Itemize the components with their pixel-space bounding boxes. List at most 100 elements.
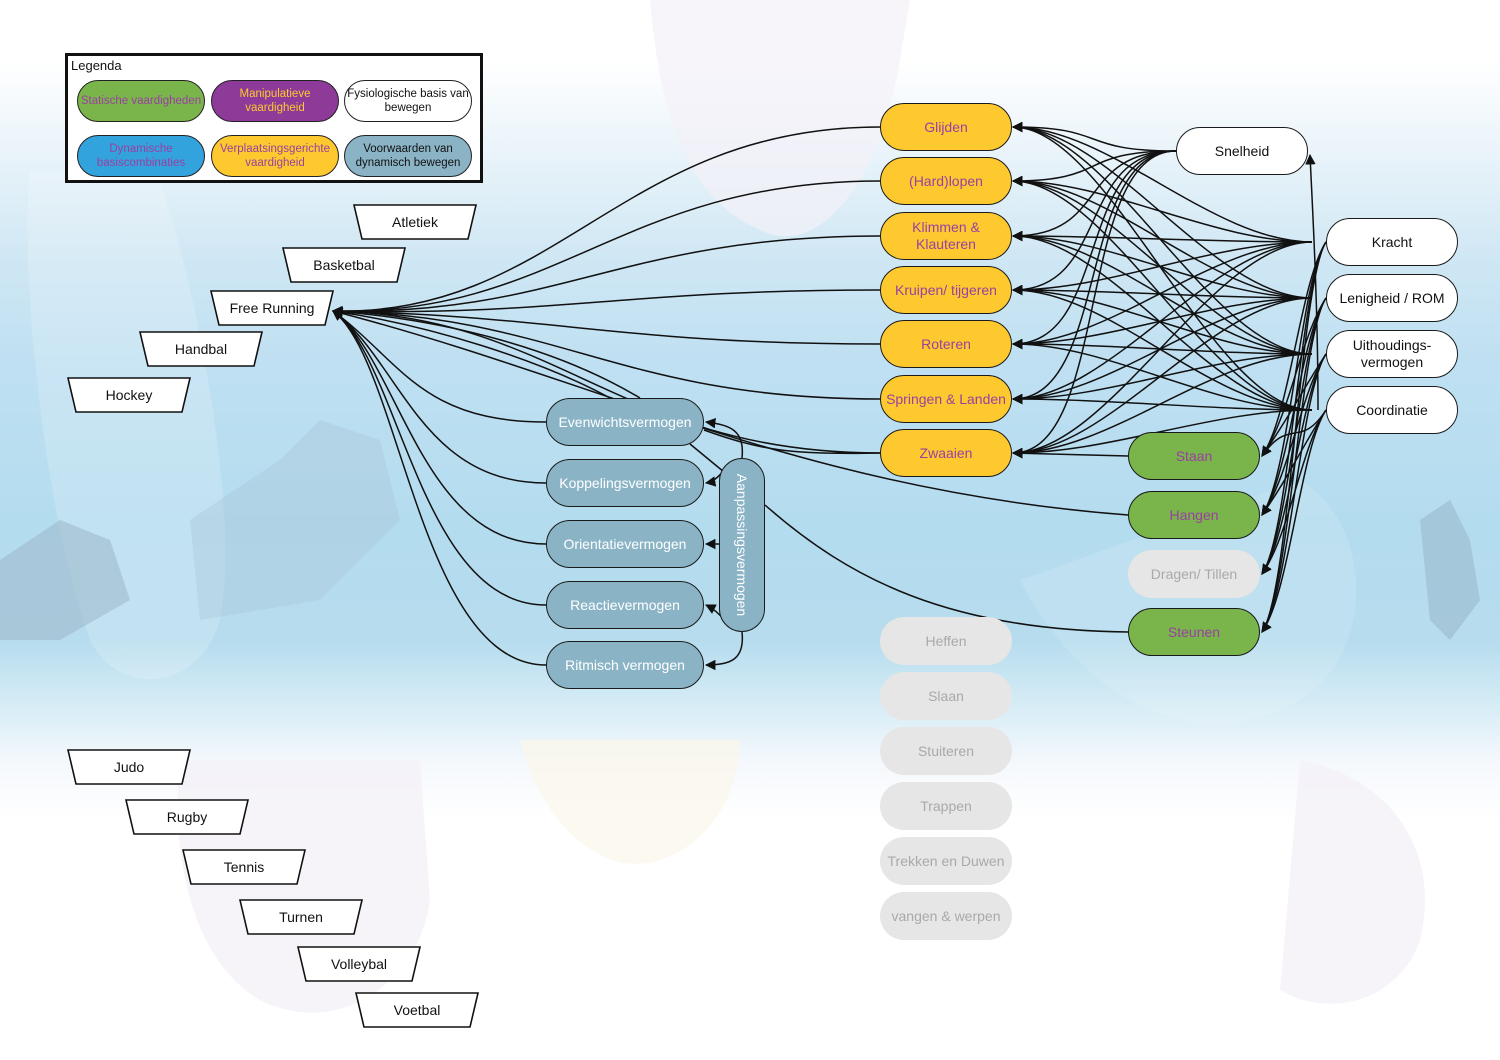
edge-physiological-to-locomotor	[1011, 175, 1313, 355]
node-springen-landen[interactable]: Springen & Landen	[880, 375, 1012, 423]
node-heffen[interactable]: Heffen	[880, 617, 1012, 665]
edge-physiological-to-static	[1261, 353, 1327, 457]
node-zwaaien[interactable]: Zwaaien	[880, 429, 1012, 477]
edge-physiological-to-locomotor	[1011, 230, 1313, 355]
node-trekken-duwen[interactable]: Trekken en Duwen	[880, 837, 1012, 885]
edge-coordination-to-freerunning	[332, 310, 547, 606]
sport-judo[interactable]: Judo	[67, 749, 191, 785]
node-stuiteren[interactable]: Stuiteren	[880, 727, 1012, 775]
node-coordinatie[interactable]: Coordinatie	[1326, 386, 1458, 434]
edge-physiological-to-locomotor	[1011, 150, 1177, 405]
sport-handbal[interactable]: Handbal	[139, 331, 263, 367]
edge-aanpassing-to-evenwicht	[704, 417, 744, 459]
sport-voetbal[interactable]: Voetbal	[355, 992, 479, 1028]
edge-aanpassing-to-ritmisch	[704, 631, 744, 671]
node-glijden[interactable]: Glijden	[880, 103, 1012, 151]
edge-physiological-to-locomotor	[1011, 175, 1313, 243]
edge-physiological-to-static	[1261, 297, 1327, 633]
edge-physiological-to-locomotor	[1011, 150, 1177, 296]
trapezoid-shape	[353, 204, 477, 240]
edge-evenwicht-to-freerunning	[331, 306, 641, 399]
node-koppelingsvermogen[interactable]: Koppelingsvermogen	[546, 459, 704, 507]
node-ritmisch-vermogen[interactable]: Ritmisch vermogen	[546, 641, 704, 689]
node-staan[interactable]: Staan	[1128, 432, 1260, 480]
edge-physiological-to-static	[1261, 241, 1327, 575]
edge-physiological-to-locomotor	[1011, 230, 1313, 299]
edge-locomotor-to-freerunning	[331, 305, 881, 400]
sport-label: Atletiek	[392, 214, 438, 230]
trapezoid-shape	[297, 946, 421, 982]
sport-label: Rugby	[166, 809, 208, 825]
edge-physiological-to-static	[1261, 353, 1327, 633]
sport-label: Free Running	[229, 300, 315, 316]
node-steunen[interactable]: Steunen	[1128, 608, 1260, 656]
edge-physiological-to-locomotor	[1011, 241, 1313, 350]
edge-physiological-to-static	[1261, 297, 1327, 457]
node-hangen[interactable]: Hangen	[1128, 491, 1260, 539]
sport-turnen[interactable]: Turnen	[239, 899, 363, 935]
node-kracht[interactable]: Kracht	[1326, 218, 1458, 266]
edge-physiological-to-locomotor	[1011, 338, 1313, 355]
node-lenigheid-rom[interactable]: Lenigheid / ROM	[1326, 274, 1458, 322]
node-kruipen-tijgeren[interactable]: Kruipen/ tijgeren	[880, 266, 1012, 314]
sport-hockey[interactable]: Hockey	[67, 377, 191, 413]
node-uithoudingsvermogen[interactable]: Uithoudings- vermogen	[1326, 330, 1458, 378]
legend-item-manipulative: Manipulatieve vaardigheid	[211, 80, 339, 122]
node-trappen[interactable]: Trappen	[880, 782, 1012, 830]
trapezoid-shape	[210, 290, 334, 326]
edge-physiological-to-locomotor	[1011, 284, 1313, 299]
edge-physiological-to-static	[1261, 409, 1327, 633]
node-hardlopen[interactable]: (Hard)lopen	[880, 157, 1012, 205]
edge-evenwicht-to-zwaaien	[703, 429, 881, 455]
node-dragen-tillen[interactable]: Dragen/ Tillen	[1128, 550, 1260, 598]
node-reactievermogen[interactable]: Reactievermogen	[546, 581, 704, 629]
legend-item-locomotor: Verplaatsingsgerichte vaardigheid	[211, 135, 339, 177]
node-vangen-werpen[interactable]: vangen & werpen	[880, 892, 1012, 940]
edge-locomotor-to-freerunning	[331, 289, 881, 317]
sport-volleybal[interactable]: Volleybal	[297, 946, 421, 982]
trapezoid-shape	[182, 849, 306, 885]
edge-physiological-to-static	[1261, 353, 1327, 575]
edge-locomotor-to-freerunning	[331, 305, 881, 345]
sport-label: Turnen	[279, 909, 323, 925]
node-snelheid[interactable]: Snelheid	[1176, 127, 1308, 175]
node-aanpassingsvermogen[interactable]: Aanpassingsvermogen	[719, 458, 765, 632]
trapezoid-shape	[139, 331, 263, 367]
sport-label: Volleybal	[330, 956, 388, 972]
edge-physiological-to-locomotor	[1011, 230, 1313, 411]
node-slaan[interactable]: Slaan	[880, 672, 1012, 720]
edge-physiological-to-static	[1261, 297, 1327, 516]
legend-item-physiological: Fysiologische basis van bewegen	[344, 80, 472, 122]
edge-physiological-to-locomotor	[1011, 150, 1177, 459]
node-roteren[interactable]: Roteren	[880, 320, 1012, 368]
sport-tennis[interactable]: Tennis	[182, 849, 306, 885]
edge-physiological-to-locomotor	[1011, 284, 1313, 355]
sport-rugby[interactable]: Rugby	[125, 799, 249, 835]
edge-physiological-to-locomotor	[1011, 175, 1313, 411]
sport-atletiek[interactable]: Atletiek	[353, 204, 477, 240]
edge-evenwicht2-to-freerunning	[331, 307, 611, 399]
edge-physiological-to-locomotor	[1011, 150, 1177, 242]
edge-locomotor-to-freerunning	[331, 235, 881, 317]
node-evenwichtsvermogen[interactable]: Evenwichtsvermogen	[546, 398, 704, 446]
edge-physiological-to-static	[1261, 409, 1327, 516]
sport-basketbal[interactable]: Basketbal	[282, 247, 406, 283]
edge-physiological-to-locomotor	[1011, 121, 1177, 152]
edge-locomotor-to-freerunning	[331, 180, 881, 317]
node-klimmen-klauteren[interactable]: Klimmen & Klauteren	[880, 212, 1012, 260]
edge-physiological-to-static	[1261, 241, 1327, 633]
edge-coordination-to-freerunning	[332, 310, 547, 666]
legend-title: Legenda	[71, 58, 122, 73]
legend-item-conditions: Voorwaarden van dynamisch bewegen	[344, 135, 472, 177]
edge-to-snelheid	[1305, 153, 1319, 411]
edge-physiological-to-static	[1261, 353, 1327, 516]
edge-physiological-to-static	[1261, 409, 1327, 457]
trapezoid-shape	[239, 899, 363, 935]
edge-physiological-to-locomotor	[1011, 230, 1313, 243]
edge-coordination-to-freerunning	[332, 310, 547, 484]
edge-physiological-to-locomotor	[1011, 393, 1313, 411]
trapezoid-shape	[282, 247, 406, 283]
trapezoid-shape	[355, 992, 479, 1028]
node-orientatievermogen[interactable]: Orientatievermogen	[546, 520, 704, 568]
sport-free-running[interactable]: Free Running	[210, 290, 334, 326]
